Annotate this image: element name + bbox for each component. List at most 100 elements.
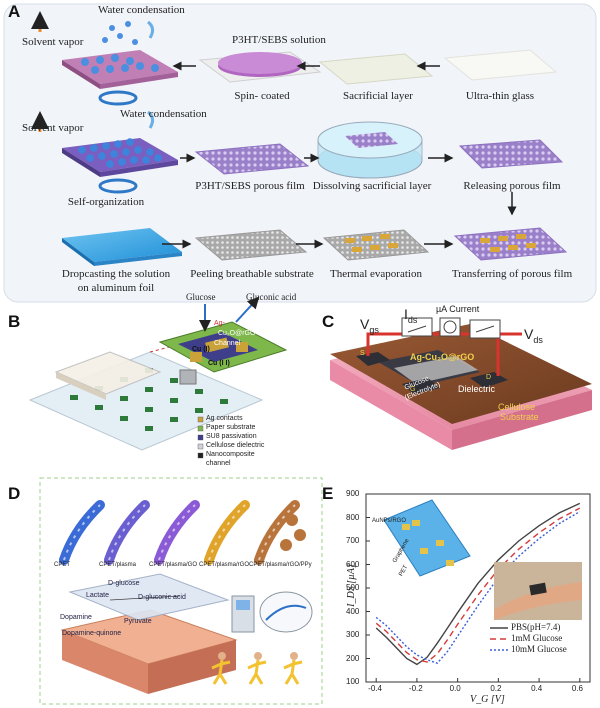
e-inset-finger [494,582,582,620]
a-solvent-film-1 [31,11,178,89]
c-label-vgs: Vgs [360,316,379,335]
d-mol-gluconic: D-gluconic acid [138,594,186,601]
d-mol-glucose: D-glucose [108,580,140,587]
e-legend-label: PBS(pH=7.4) [511,622,561,632]
b-label-cu2: Cu (I I) [208,360,230,367]
b-legend-swatch [197,425,204,432]
d-fiber-twist [258,504,296,561]
c-label-cellulose: Cellulose [498,402,536,412]
b-legend-swatches [197,416,204,459]
c-label-d: D [486,374,492,381]
a-label-dissolving: Dissolving sacrificial layer [312,180,432,192]
panel-letter-e: E [322,484,334,503]
b-legend-swatch [197,443,204,450]
c-label-g: G [410,386,416,393]
e-inset-sensor [529,582,547,596]
a-sacrificial-layer [318,53,434,85]
e-series-line [375,507,581,663]
e-series-line [375,510,581,665]
panel-d-frame [39,477,323,705]
a-label-spin-coated: Spin- coated [234,90,290,102]
d-fiber [59,500,105,565]
a-self-organization-film [31,110,178,177]
b-sensor-array [28,339,264,451]
a-label-solvent-vapor-1: Solvent vapor [22,36,84,48]
a-transferred-film [453,227,568,261]
b-legend-item: Cellulose dielectric [206,442,265,449]
d-fiber [104,500,150,565]
e-chart [365,493,591,683]
d-mol-dopamine: Dopamine [60,614,92,621]
e-inset-device [383,499,471,577]
d-particle [280,539,292,551]
a-label-water-condensation-1: Water condensation [98,4,185,16]
d-fibers [59,500,306,565]
a-breathable-substrate [194,229,308,261]
a-label-solvent-vapor-2: Solvent vapor [22,122,84,134]
a-ultra-thin-glass [443,49,558,81]
e-inset-electrode [412,520,420,526]
e-inset-electrode [436,540,444,546]
d-particle [294,529,306,541]
d-fiber-label: CPET/plasma/rGO [199,562,250,568]
a-label-water-condensation-2: Water condensation [120,108,207,120]
a-label-transferring: Transferring of porous film [451,268,573,280]
e-xtick-label: 0.2 [490,684,502,693]
a-label-thermal: Thermal evaporation [330,268,422,280]
a-rotation-arrows-2 [98,178,138,194]
c-label-s: S [360,350,365,357]
d-mol-dopamine-quinone: Dopamine-quinone [62,630,122,637]
d-device-station [231,591,313,633]
d-mol-lactate: Lactate [86,592,109,599]
d-fiber-label: CPET [54,562,71,568]
d-fiber [154,500,200,565]
e-xtick-label: -0.4 [368,684,382,693]
e-inset-electrode [420,548,428,554]
e-legend-label: 1mM Glucose [511,633,563,643]
panel-letter-d: D [8,484,21,503]
d-fiber [204,500,250,565]
a-label-dropcasting-2: on aluminum foil [77,282,155,294]
c-device [330,317,592,450]
e-inset-electrode [402,524,410,530]
a-spin-coated [198,51,322,83]
a-thermal-evaporation [322,229,430,261]
c-label-vds: Vds [524,326,543,345]
a-label-self-organization: Self-organization [67,196,145,208]
panel-letter-a: A [8,2,21,21]
a-aluminum-foil [62,228,182,266]
e-xtick-label: -0.2 [408,684,423,693]
b-label-channel: Channel [214,340,241,347]
d-fiber-twist [208,504,246,561]
e-ytick-label: 600 [346,559,360,569]
b-legend-item: Ag contacts [206,415,243,422]
b-single-device [158,296,288,385]
e-xlabel: V_G [V] [470,694,505,705]
e-ytick-label: 700 [346,536,360,545]
e-ytick-label: 300 [346,630,360,639]
a-row2-arrows [180,153,517,216]
a-label-sacrificial-layer: Sacrificial layer [343,90,413,102]
e-xtick-label: 0.6 [571,684,583,693]
e-inset-label: AuNPs/RGO [372,518,407,524]
d-tissue-block [60,573,238,694]
c-label-dielectric: Dielectric [458,384,496,394]
d-mol-pyruvate: Pyruvate [124,618,152,625]
d-particle [286,514,298,526]
b-legend-item: Nanocomposite [206,451,255,458]
b-legend-item: SU8 passivation [206,433,257,440]
b-label-cu-rgo: Cu₂O@rGO [218,330,256,337]
a-label-peeling: Peeling breathable substrate [190,268,314,280]
e-inset-electrode [446,560,454,566]
d-fiber [254,500,300,565]
b-legend-swatch [197,452,204,459]
b-legend-swatch [197,434,204,441]
e-series-line [375,502,581,666]
b-label-ag: Ag- [214,320,225,327]
e-ylabel: I_DS [µA] [345,564,357,607]
e-ytick-label: 500 [346,583,360,592]
c-label-channel: Ag-Cu₂O@rGO [410,352,475,362]
e-ytick-label: 900 [346,489,360,498]
e-ytick-label: 200 [346,653,360,663]
